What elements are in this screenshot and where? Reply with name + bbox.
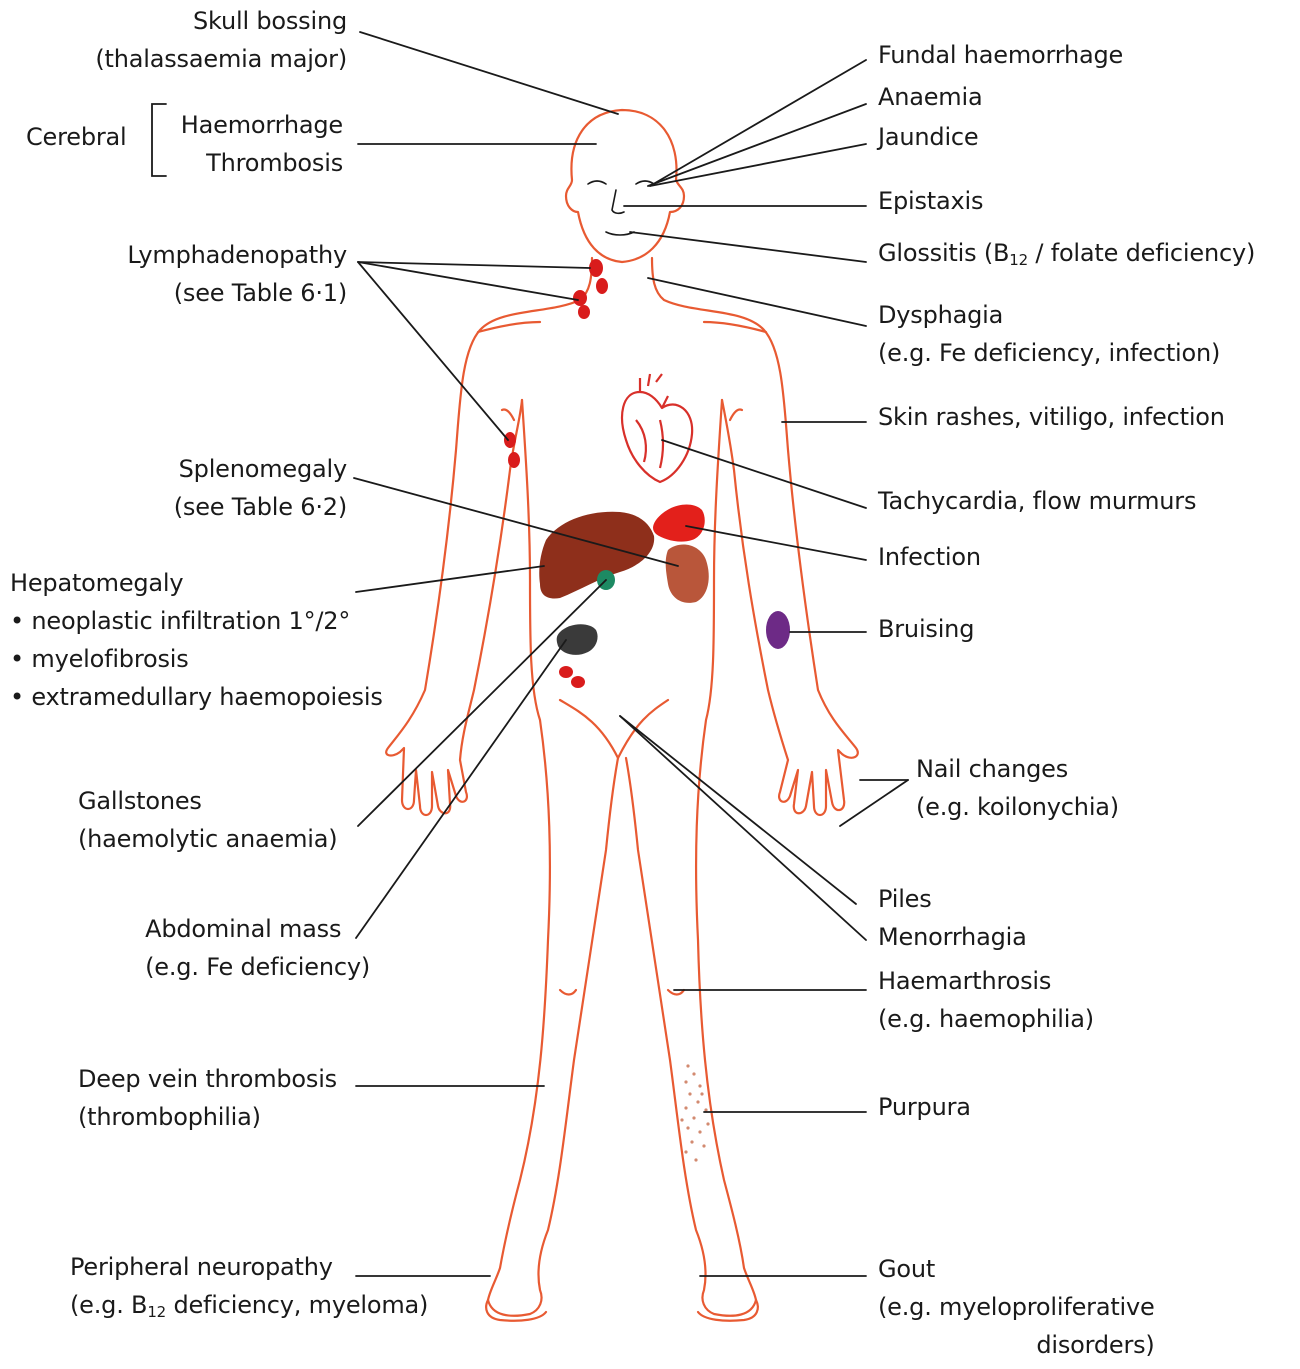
label-line: Thrombosis: [206, 149, 343, 177]
label-line: Deep vein thrombosis: [78, 1065, 337, 1093]
text-part: (e.g. B: [70, 1291, 148, 1319]
bullet-text: neoplastic infiltration 1°/2°: [31, 607, 351, 635]
label-peripheral-neuropathy: Peripheral neuropathy (e.g. B12 deficien…: [70, 1248, 428, 1324]
body-outline: [385, 108, 859, 1322]
label-line: Jaundice: [878, 123, 979, 151]
label-line: (e.g. haemophilia): [878, 1005, 1094, 1033]
leader-lines: [151, 31, 909, 1277]
label-hepatomegaly: Hepatomegaly • neoplastic infiltration 1…: [10, 564, 383, 716]
label-cerebral-group: Cerebral: [26, 118, 127, 156]
label-line: Gallstones: [78, 787, 202, 815]
label-line: Nail changes: [916, 755, 1069, 783]
label-tachycardia: Tachycardia, flow murmurs: [878, 482, 1196, 520]
bruise-icon: [766, 611, 790, 649]
subscript: 12: [1009, 251, 1028, 269]
label-dysphagia: Dysphagia (e.g. Fe deficiency, infection…: [878, 296, 1220, 372]
label-line: Menorrhagia: [878, 923, 1027, 951]
label-line: (e.g. Fe deficiency): [145, 953, 370, 981]
label-abdominal-mass: Abdominal mass (e.g. Fe deficiency): [145, 910, 370, 986]
label-splenomegaly: Splenomegaly (see Table 6·2): [174, 450, 347, 526]
bullet-text: extramedullary haemopoiesis: [31, 683, 383, 711]
liver-icon: [539, 511, 655, 599]
label-haemarthrosis: Haemarthrosis (e.g. haemophilia): [878, 962, 1094, 1038]
label-gout: Gout (e.g. myeloproliferative disorders): [878, 1250, 1155, 1364]
text-part: / folate deficiency): [1027, 239, 1256, 267]
infection-spleen-icon: [653, 504, 705, 542]
label-line: (e.g. koilonychia): [916, 793, 1119, 821]
head-outline: [564, 108, 686, 264]
hepatomegaly-bullet: • neoplastic infiltration 1°/2°: [10, 607, 351, 635]
label-epistaxis: Epistaxis: [878, 182, 983, 220]
label-purpura: Purpura: [878, 1088, 971, 1126]
label-gallstones: Gallstones (haemolytic anaemia): [78, 782, 338, 858]
label-menorrhagia: Menorrhagia: [878, 918, 1027, 956]
hepatomegaly-bullet: • myelofibrosis: [10, 645, 189, 673]
right-side-outline: [650, 256, 859, 817]
subscript: 12: [147, 1303, 167, 1321]
label-line: Epistaxis: [878, 187, 984, 215]
abdominal-mass-icon: [556, 624, 598, 655]
label-line: Dysphagia: [878, 301, 1004, 329]
label-line: Fundal haemorrhage: [878, 41, 1124, 69]
label-line: (see Table 6·1): [173, 279, 347, 307]
label-anaemia: Anaemia: [878, 78, 983, 116]
label-line: Haemorrhage: [180, 111, 343, 139]
label-line: Splenomegaly: [178, 455, 348, 483]
label-nail-changes: Nail changes (e.g. koilonychia): [916, 750, 1119, 826]
label-piles: Piles: [878, 880, 932, 918]
right-eye: [635, 180, 655, 185]
text-part: Glossitis (B: [878, 239, 1010, 267]
bullet-text: myelofibrosis: [31, 645, 189, 673]
label-line: (thalassaemia major): [95, 45, 347, 73]
label-jaundice: Jaundice: [878, 118, 979, 156]
label-line: (e.g. B12 deficiency, myeloma): [70, 1286, 428, 1324]
label-infection: Infection: [878, 538, 981, 576]
label-line: Glossitis (B12 / folate deficiency): [878, 234, 1255, 272]
label-line: Anaemia: [878, 83, 983, 111]
label-line: Lymphadenopathy: [127, 241, 347, 269]
label-line: Skin rashes, vitiligo, infection: [878, 403, 1225, 431]
label-cerebral: Haemorrhage Thrombosis: [181, 106, 343, 182]
label-line: Skull bossing: [192, 7, 347, 35]
label-line: Haemarthrosis: [878, 967, 1052, 995]
torso-outline: [385, 256, 594, 817]
heart-icon: [620, 373, 694, 484]
face-features: [587, 180, 655, 236]
label-line: Hepatomegaly: [10, 569, 184, 597]
label-lymphadenopathy: Lymphadenopathy (see Table 6·1): [127, 236, 347, 312]
label-line: Purpura: [878, 1093, 971, 1121]
left-eye: [587, 180, 607, 185]
label-line: (thrombophilia): [78, 1103, 261, 1131]
purpura-dots: [680, 1064, 710, 1162]
label-line: (e.g. Fe deficiency, infection): [878, 339, 1221, 367]
hepatomegaly-bullet: • extramedullary haemopoiesis: [10, 683, 383, 711]
nose: [611, 189, 625, 215]
label-line: Bruising: [878, 615, 975, 643]
label-line: Infection: [878, 543, 981, 571]
spleen-icon: [665, 544, 709, 603]
lymph-nodes: [504, 259, 608, 688]
left-foot: [485, 1298, 548, 1322]
label-fundal-haemorrhage: Fundal haemorrhage: [878, 36, 1123, 74]
label-line: Gout: [878, 1255, 936, 1283]
label-dvt: Deep vein thrombosis (thrombophilia): [78, 1060, 337, 1136]
cerebral-bracket: [151, 103, 167, 177]
label-skin-rashes: Skin rashes, vitiligo, infection: [878, 398, 1225, 436]
label-line: Cerebral: [26, 123, 127, 151]
label-line: Piles: [878, 885, 932, 913]
label-line: (haemolytic anaemia): [78, 825, 338, 853]
label-skull-bossing: Skull bossing (thalassaemia major): [95, 2, 347, 78]
label-line: (see Table 6·2): [173, 493, 347, 521]
label-line: Abdominal mass: [145, 915, 342, 943]
label-line: Tachycardia, flow murmurs: [878, 487, 1197, 515]
label-line: Peripheral neuropathy: [70, 1253, 333, 1281]
label-line: disorders): [1036, 1331, 1155, 1359]
right-foot: [696, 1298, 759, 1322]
label-bruising: Bruising: [878, 610, 974, 648]
text-part: deficiency, myeloma): [166, 1291, 429, 1319]
label-line: (e.g. myeloproliferative: [878, 1293, 1155, 1321]
label-glossitis: Glossitis (B12 / folate deficiency): [878, 234, 1255, 272]
